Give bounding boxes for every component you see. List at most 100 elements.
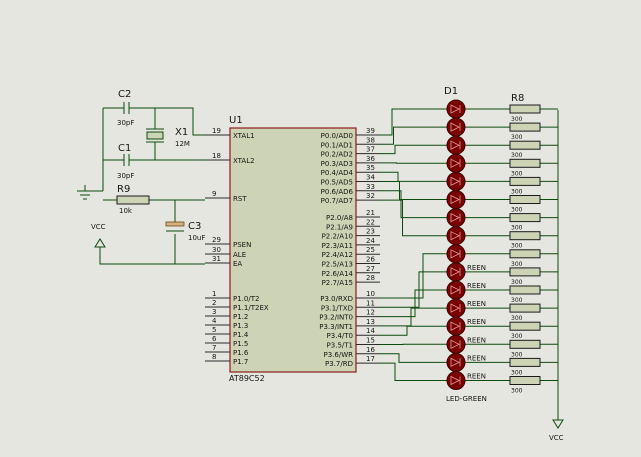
pin-number: 12: [366, 309, 375, 317]
pin-name: P0.7/AD7: [321, 197, 353, 205]
led-resistor: [509, 339, 541, 349]
resistor-value: 300: [511, 170, 523, 177]
chip-pin-2: 2P1.1/T2EX: [205, 299, 269, 312]
pin-name: P3.5/T1: [327, 342, 353, 350]
chip-pin-6: 6P1.5: [205, 335, 248, 348]
led-body: [446, 190, 466, 209]
pin-name: RST: [233, 195, 247, 203]
wire-p3-4: [380, 325, 447, 336]
r9-value: 10k: [119, 207, 133, 215]
led-part-suffix: REEN: [467, 264, 486, 272]
pin-number: 31: [212, 255, 221, 263]
wire-p3-2: [380, 289, 447, 318]
pin-name: P3.6/WR: [324, 351, 354, 359]
wire-p0-2: [380, 144, 447, 155]
led-resistor: [509, 357, 541, 367]
led-part-suffix: REEN: [467, 282, 486, 290]
pin-name: P3.7/RD: [325, 360, 353, 368]
chip-pin-1: 1P1.0/T2: [205, 290, 259, 303]
led-resistor: [509, 267, 541, 277]
pin-number: 36: [366, 155, 375, 163]
led-body: [446, 117, 466, 137]
pin-number: 4: [212, 317, 217, 325]
led-body: [446, 298, 466, 318]
c2-value: 30pF: [117, 119, 134, 127]
chip-ref: U1: [229, 115, 243, 126]
led-body: [446, 334, 466, 354]
led-body: [446, 244, 466, 264]
wire-rst: [103, 199, 205, 265]
pin-number: 10: [366, 290, 375, 298]
led-body: [446, 352, 466, 372]
wire-cap-ground: [85, 107, 118, 192]
pin-number: 22: [366, 218, 375, 226]
pin-name: P1.5: [233, 340, 248, 348]
wire-p3-3: [380, 307, 447, 327]
led-resistor: [509, 122, 541, 132]
led-body: [446, 262, 466, 282]
wire-vcc-left: [99, 247, 175, 265]
pin-name: P0.0/AD0: [321, 132, 353, 140]
led-resistor: [509, 195, 541, 204]
pin-name: P1.1/T2EX: [233, 304, 269, 312]
wire-p3-7: [380, 362, 447, 381]
resistor-value: 300: [511, 134, 523, 141]
led-part-suffix: REEN: [467, 336, 486, 344]
led-part-label: LED-GREEN: [446, 395, 487, 403]
pin-number: 34: [366, 174, 375, 182]
pin-name: P0.5/AD5: [321, 179, 353, 187]
pin-name: ALE: [233, 251, 246, 259]
pin-number: 6: [212, 335, 217, 343]
vcc-bottom-label: VCC: [549, 434, 564, 442]
led-ref: D1: [444, 86, 458, 97]
pin-number: 25: [366, 246, 375, 254]
pin-number: 11: [366, 299, 375, 307]
led-resistor: [509, 158, 541, 168]
led-row-3: 300: [446, 135, 558, 159]
pin-name: P2.2/A10: [322, 233, 353, 241]
led-body: [446, 135, 466, 155]
pin-number: 23: [366, 228, 375, 236]
led-part-suffix: REEN: [467, 373, 486, 381]
pin-number: 26: [366, 256, 375, 264]
pin-name: P1.7: [233, 358, 248, 366]
pin-number: 33: [366, 183, 375, 191]
c3-value: 10uF: [188, 234, 205, 242]
pin-name: P1.6: [233, 349, 249, 357]
pin-name: XTAL2: [233, 157, 255, 165]
resistor-value: 300: [511, 116, 523, 123]
c3-ref: C3: [188, 221, 201, 232]
c1-value: 30pF: [117, 172, 134, 180]
pin-number: 29: [212, 236, 221, 244]
led-resistor: [509, 140, 541, 150]
wire-p0-1: [380, 126, 447, 145]
pin-name: P1.3: [233, 322, 248, 330]
resistor-value: 300: [511, 207, 523, 214]
pin-number: 37: [366, 146, 375, 154]
pin-number: 13: [366, 318, 375, 326]
led-row-1: 300: [446, 99, 558, 123]
pin-name: EA: [233, 260, 242, 268]
led-resistor: [509, 285, 541, 295]
pin-number: 1: [212, 290, 216, 298]
vcc-symbol-bottom: VCC: [549, 419, 564, 442]
oscillator-circuit: C2 30pF C1 30pF X1 12M: [77, 89, 205, 265]
chip-right-pins: 39P0.0/AD038P0.1/AD137P0.2/AD236P0.3/AD3…: [319, 127, 380, 368]
led-body: [446, 99, 466, 119]
led-body: [446, 316, 466, 336]
capacitor-c3: C3 10uF: [165, 221, 205, 242]
